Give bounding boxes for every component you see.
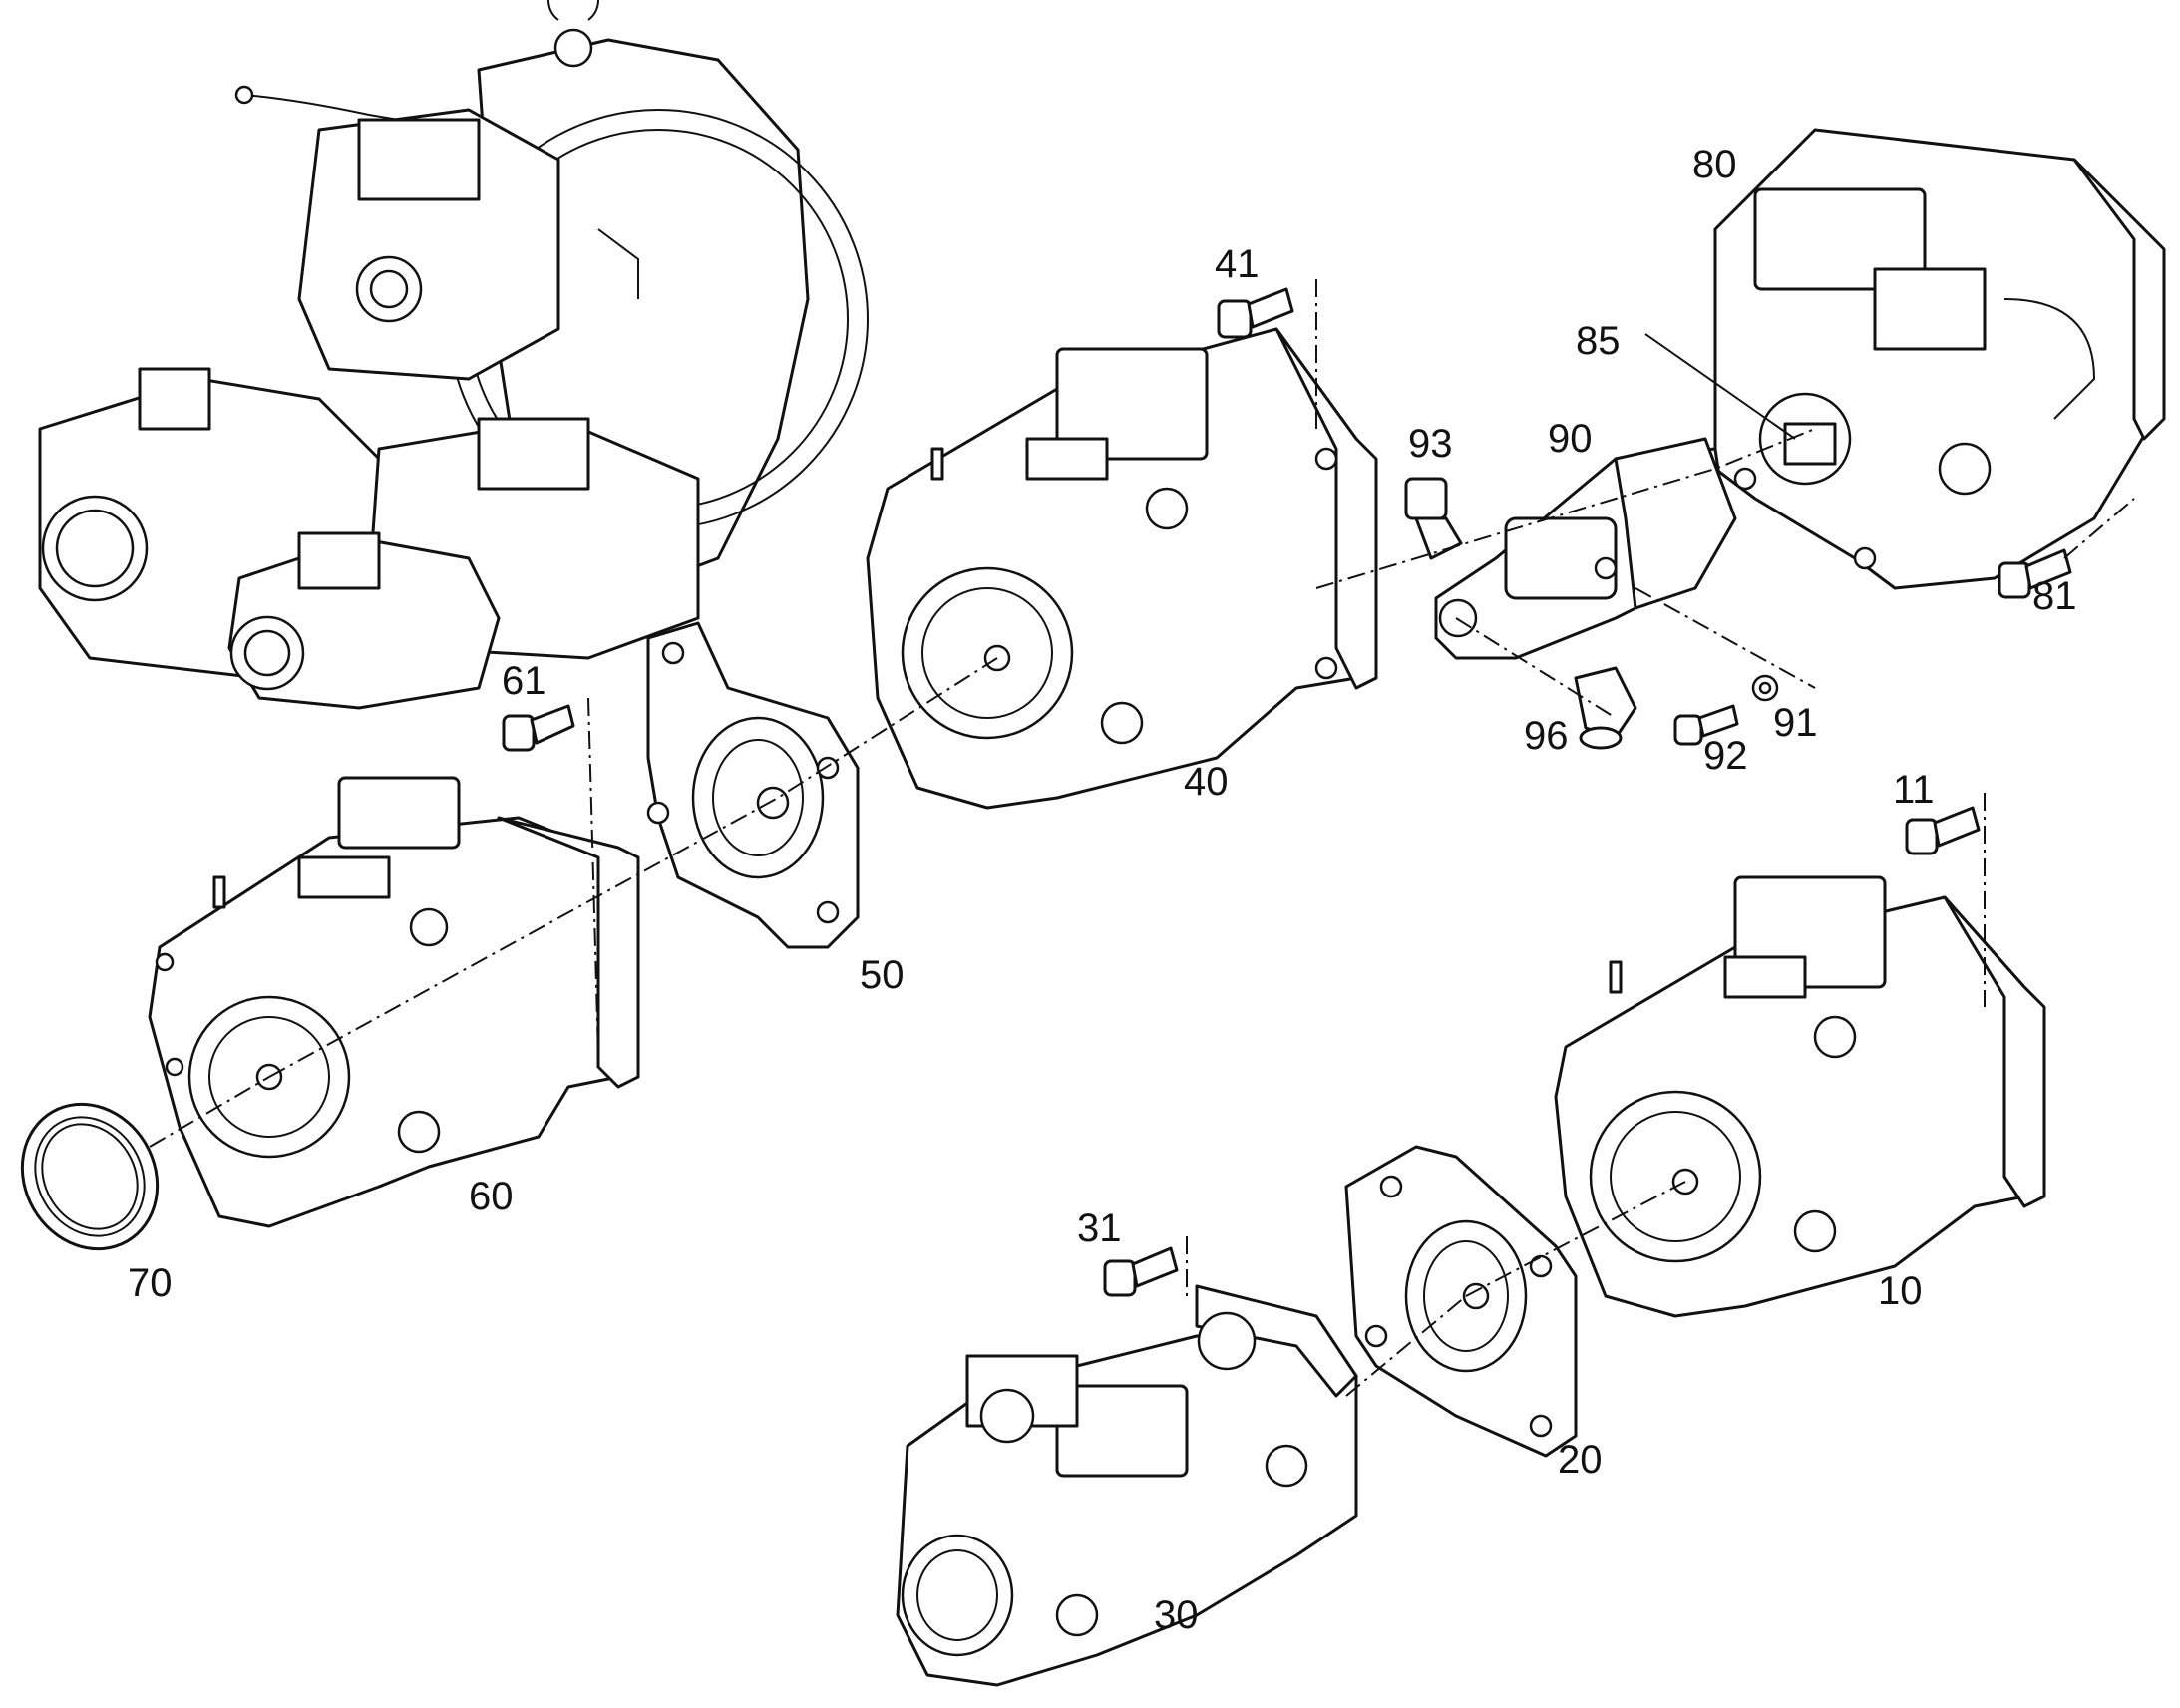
pump-30 (896, 1284, 1358, 1687)
callout-90: 90 (1548, 417, 1593, 461)
callout-80: 80 (1692, 143, 1737, 186)
washer-91 (1751, 674, 1779, 702)
callout-96: 96 (1524, 714, 1569, 758)
bolt-81 (1998, 548, 2072, 599)
pump-60 (148, 776, 640, 1228)
callout-11: 11 (1893, 768, 1935, 812)
callout-40: 40 (1184, 760, 1229, 804)
callout-91: 91 (1773, 701, 1818, 745)
callout-31: 31 (1077, 1206, 1122, 1250)
pump-80 (1713, 128, 2166, 590)
callout-70: 70 (128, 1261, 173, 1305)
bolt-61 (502, 704, 575, 752)
full-assembly (38, 0, 869, 710)
callout-61: 61 (502, 659, 546, 703)
callout-50: 50 (860, 953, 905, 997)
callout-85: 85 (1576, 319, 1621, 363)
gear-pump-90 (1434, 437, 1737, 660)
flange-50 (646, 621, 860, 949)
callout-30: 30 (1154, 1593, 1199, 1637)
callout-81: 81 (2032, 574, 2077, 618)
assembly-axes (149, 279, 2135, 1397)
bolt-31 (1103, 1246, 1179, 1297)
bolt-11 (1905, 806, 1981, 855)
pump-10 (1554, 875, 2046, 1318)
bolt-41 (1217, 287, 1294, 339)
callout-60: 60 (469, 1175, 514, 1218)
pump-40 (866, 327, 1378, 810)
callout-10: 10 (1878, 1269, 1923, 1313)
fitting-96 (1574, 666, 1637, 750)
callout-92: 92 (1703, 734, 1748, 778)
callout-41: 41 (1215, 242, 1260, 286)
seal-ring-70 (20, 1102, 160, 1251)
bolt-92 (1673, 704, 1739, 746)
callout-93: 93 (1408, 422, 1453, 466)
callout-20: 20 (1558, 1438, 1603, 1482)
